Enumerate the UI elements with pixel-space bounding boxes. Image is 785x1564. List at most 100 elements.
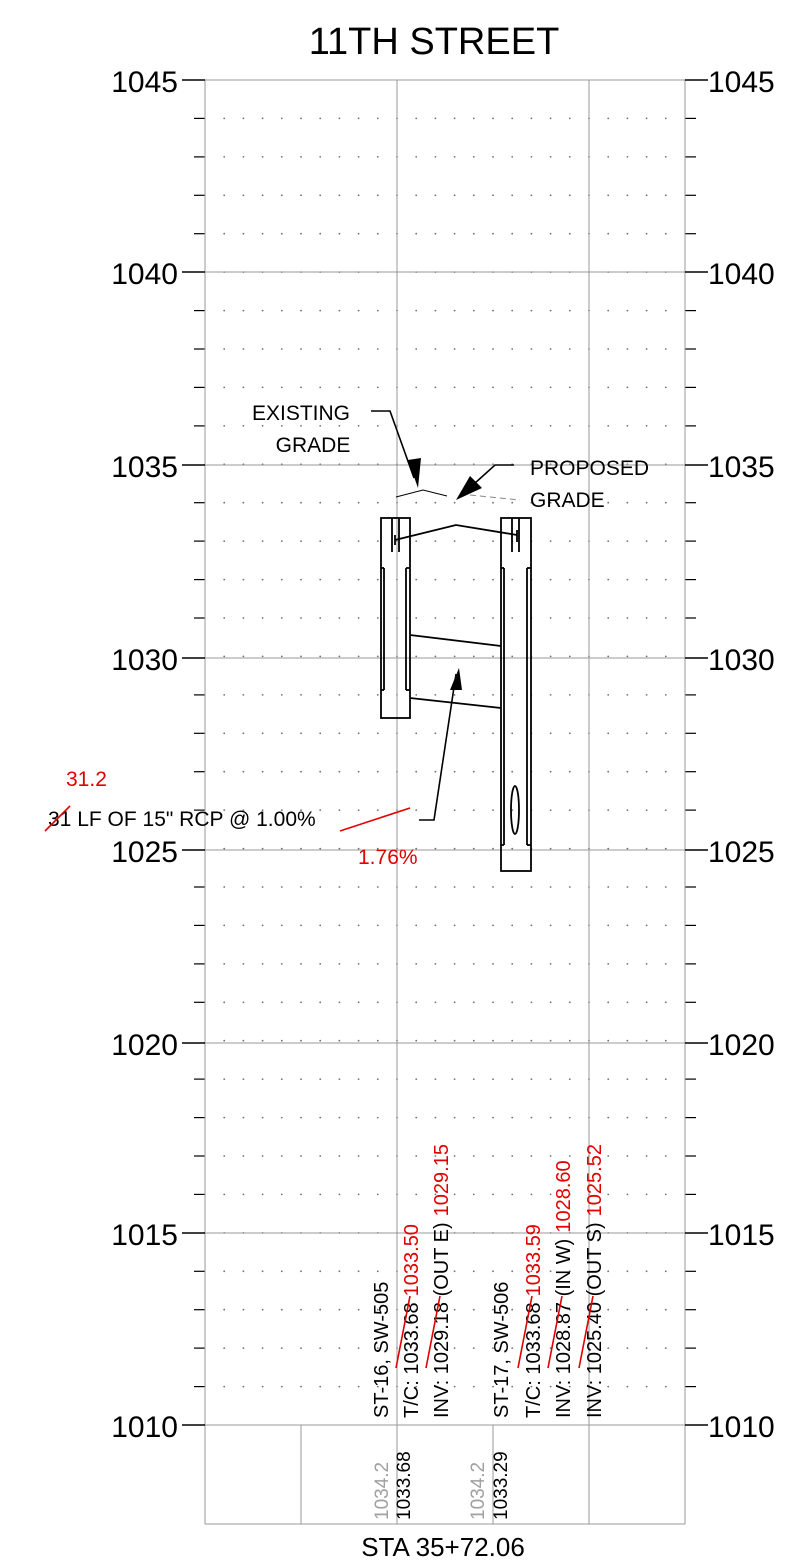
grid-dot [357, 1308, 360, 1311]
st-16-annotations: ST-16, SW-505 T/C: 1033.681033.50 INV: 1… [371, 1144, 453, 1418]
grid-dot [607, 501, 610, 504]
bottom-elevation-labels: 1034.2 1033.68 1034.2 1033.29 [372, 1451, 512, 1520]
grid-dot [626, 1078, 629, 1080]
grid-dot [664, 501, 667, 504]
grid-dot [549, 809, 552, 811]
grid-dot [530, 1193, 533, 1196]
grid-dot [549, 1116, 552, 1119]
pipe-desc: LF OF 15" RCP @ [71, 808, 256, 831]
grid-dot [338, 1155, 341, 1157]
grid-dot [376, 425, 379, 427]
grid-dot [530, 1078, 533, 1080]
grid-dot [319, 156, 322, 158]
grid-dot [300, 847, 302, 850]
grid-dot [645, 309, 648, 312]
grid-dot [242, 924, 245, 927]
grid-dot [434, 578, 437, 581]
grid-dot [300, 578, 302, 581]
grid-dot [626, 309, 629, 312]
grid-dot [223, 1193, 226, 1196]
tc-line: T/C: 1033.681033.50 [401, 1224, 423, 1418]
grid-dot [511, 348, 514, 350]
grid-dot [415, 732, 418, 735]
grid-dot [319, 655, 322, 658]
grid-dot [415, 578, 418, 581]
pipe-bottom-line [409, 697, 502, 709]
grid-dot [261, 1039, 264, 1042]
grid-dot [530, 156, 533, 158]
grid-dot [280, 963, 283, 965]
grid-dot [261, 117, 264, 120]
grid-dot [242, 770, 245, 773]
grid-dot [530, 386, 533, 389]
grid-dot [300, 1347, 302, 1349]
grid-dot [280, 232, 283, 235]
grid-dot [280, 847, 283, 850]
grid-dot [223, 501, 226, 504]
grid-dot [280, 1078, 283, 1080]
grid-dot [376, 1308, 379, 1311]
grid-dot [319, 386, 322, 389]
grid-dot [338, 156, 341, 158]
grid-dot [492, 963, 494, 965]
grid-dot [242, 1385, 245, 1388]
grid-dot [568, 1308, 571, 1311]
grid-dot [664, 694, 667, 696]
grid-dot [511, 1193, 514, 1196]
grid-dot [453, 386, 456, 389]
grid-dot [453, 963, 456, 965]
grid-dot [242, 1078, 245, 1080]
grid-dot [492, 655, 494, 658]
grid-dot [549, 309, 552, 312]
grid-dot [338, 1385, 341, 1388]
grid-dot [492, 1116, 494, 1119]
grid-dot [453, 117, 456, 120]
grid-dot [607, 578, 610, 581]
grid-dot [607, 847, 610, 850]
grid-dot [338, 232, 341, 235]
grid-dot [511, 770, 514, 773]
grid-dot [261, 540, 264, 542]
grid-dot [549, 847, 552, 850]
grid-dot [357, 1270, 360, 1273]
grid-dot [549, 770, 552, 773]
grid-dot [300, 1155, 302, 1157]
grid-dot [357, 1193, 360, 1196]
grid-dot [472, 770, 475, 773]
grid-dot [472, 1308, 475, 1311]
grid-dot [242, 1347, 245, 1349]
profile-title: 11TH STREET [309, 21, 560, 63]
grid-dot [280, 1347, 283, 1349]
grid-dot [549, 1001, 552, 1004]
grid-dot [261, 963, 264, 965]
grid-dot [357, 809, 360, 811]
grid-dot [645, 732, 648, 735]
grid-dot [319, 886, 322, 888]
grid-dot [357, 963, 360, 965]
grid-dot [300, 348, 302, 350]
grid-dot [261, 1155, 264, 1157]
grid-dot [472, 809, 475, 811]
grid-dot [261, 847, 264, 850]
grid-dot [568, 732, 571, 735]
grid-dot [280, 540, 283, 542]
grid-dot [549, 732, 552, 735]
grid-dot [261, 232, 264, 235]
grid-dot [261, 425, 264, 427]
grid-dot [242, 655, 245, 658]
grid-dot [415, 156, 418, 158]
grid-dot [568, 1001, 571, 1004]
grid-dot [453, 501, 456, 504]
grid-dot [549, 501, 552, 504]
grid-dot [626, 425, 629, 427]
grid-dot [338, 1347, 341, 1349]
grid-dot [626, 809, 629, 811]
grid-dot [568, 886, 571, 888]
grid-dot [472, 847, 475, 850]
grid-dot [376, 309, 379, 312]
grid-dot [453, 1116, 456, 1119]
grid-dot [645, 156, 648, 158]
existing-grade-line [395, 489, 448, 498]
grid-dot [511, 847, 514, 850]
grid-dot [376, 732, 379, 735]
